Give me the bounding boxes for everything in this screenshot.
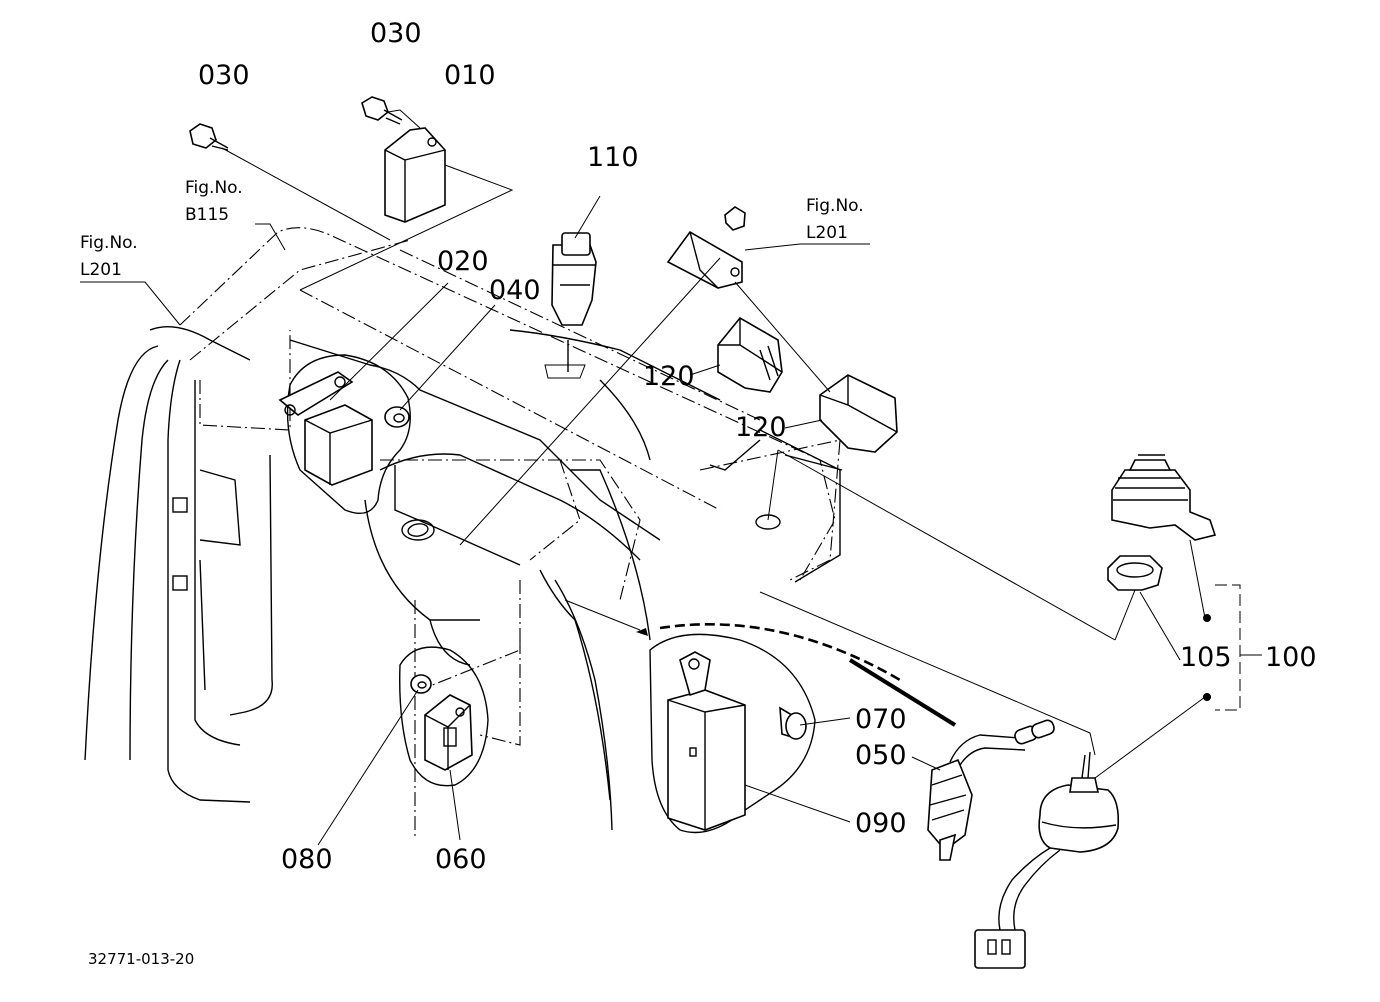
label-070: 070 [855, 704, 907, 735]
label-110: 110 [587, 142, 639, 173]
label-040: 040 [489, 275, 541, 306]
group-bracket-100 [1203, 584, 1262, 711]
relay-020 [278, 371, 373, 486]
switch-110 [544, 232, 597, 379]
frame-outline [179, 227, 841, 840]
nut-080 [410, 674, 432, 694]
label-090: 090 [855, 808, 907, 839]
screw-030-left [189, 123, 229, 151]
relay-120-upper [717, 316, 783, 393]
bullet-dot-upper [1203, 614, 1211, 622]
leader-lines [80, 109, 1206, 846]
fig-ref-l201-left-title: Fig.No. [80, 233, 138, 253]
figure-references: Fig.No. B115 Fig.No. L201 Fig.No. L201 [80, 178, 864, 280]
relay-010 [384, 127, 446, 223]
bullet-dot-lower [1203, 693, 1211, 701]
ring-nut-105 [1107, 555, 1163, 591]
nut-040 [384, 406, 410, 428]
label-050: 050 [855, 740, 907, 771]
fig-ref-l201-right-title: Fig.No. [806, 196, 864, 216]
label-120-lower: 120 [735, 412, 787, 443]
bolt-070 [779, 706, 807, 740]
relay-120-lower [819, 374, 898, 453]
label-030-left: 030 [198, 60, 250, 91]
label-080: 080 [281, 844, 333, 875]
label-105: 105 [1180, 642, 1232, 673]
cap-assembly-100 [1111, 454, 1217, 541]
label-010: 010 [444, 60, 496, 91]
sender-unit-100 [974, 751, 1120, 969]
control-box-090 [667, 651, 746, 831]
label-060: 060 [435, 844, 487, 875]
relay-060 [424, 694, 473, 771]
sensor-050 [927, 719, 1055, 861]
left-panel [84, 325, 273, 803]
label-120-upper: 120 [643, 361, 695, 392]
fig-ref-b115-number: B115 [185, 205, 229, 225]
fig-ref-l201-right-number: L201 [806, 223, 848, 243]
bracket-top-right [666, 206, 746, 289]
label-100: 100 [1265, 642, 1317, 673]
fig-ref-b115-title: Fig.No. [185, 178, 243, 198]
fig-ref-l201-left-number: L201 [80, 260, 122, 280]
highlight-areas [286, 354, 816, 834]
part-labels: 030 030 010 110 020 040 120 120 105 100 … [198, 18, 1317, 875]
drawing-code: 32771-013-20 [88, 950, 194, 968]
dash-body [289, 329, 843, 831]
label-020: 020 [437, 246, 489, 277]
label-030-right: 030 [370, 18, 422, 49]
